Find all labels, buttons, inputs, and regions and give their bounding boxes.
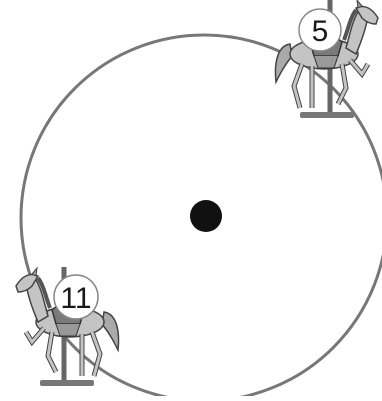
horse-number-5: 5 [312, 15, 329, 48]
horse-number-badge-11: 11 [54, 275, 98, 319]
horse-number-11: 11 [60, 282, 91, 315]
carousel-center-dot [190, 200, 222, 232]
horse-number-badge-5: 5 [299, 9, 341, 51]
